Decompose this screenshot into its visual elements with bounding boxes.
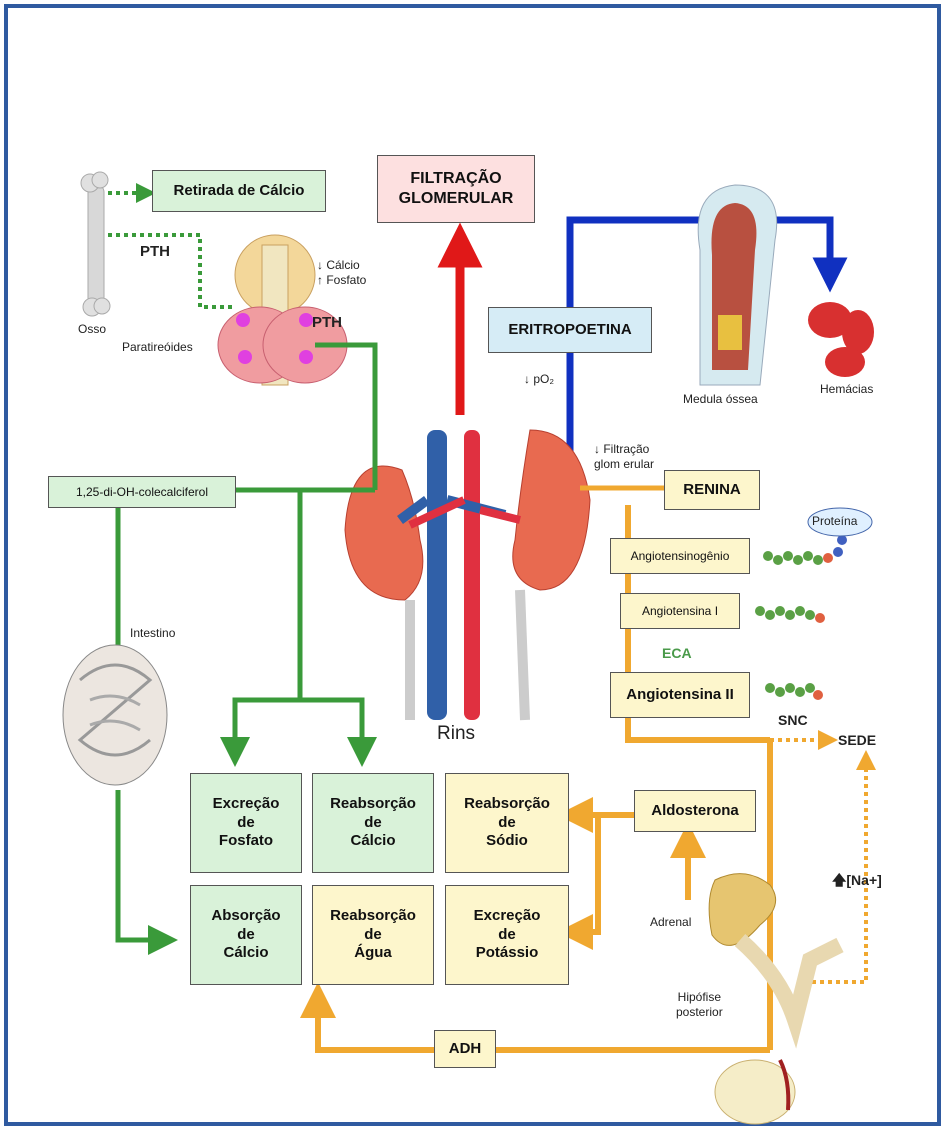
- arrow-reabs-calcio: [300, 700, 362, 752]
- intestine-icon: [63, 645, 167, 785]
- label-intestino: Intestino: [130, 626, 175, 641]
- protein-chain-icon: [755, 535, 847, 700]
- adrenal-icon: [709, 874, 776, 946]
- bone-icon: [81, 172, 110, 316]
- pituitary-icon: [715, 940, 840, 1124]
- arrow-excrecao-fosfato: [235, 700, 300, 752]
- label-filtracao-glomerular: ↓ Filtração glom erular: [594, 442, 654, 472]
- box-reabs-calcio: Reabsorção de Cálcio: [312, 773, 434, 873]
- line-pth-to-bone: [108, 235, 232, 307]
- box-aldosterona: Aldosterona: [634, 790, 756, 832]
- label-pth-right: PTH: [312, 314, 342, 333]
- label-po2: ↓ pO₂: [524, 372, 554, 387]
- label-pth-left: PTH: [140, 243, 170, 262]
- box-colecalciferol: 1,25-di-OH-colecalciferol: [48, 476, 236, 508]
- box-excrecao-potassio: Excreção de Potássio: [445, 885, 569, 985]
- red-cells-icon: [808, 302, 874, 377]
- label-osso: Osso: [78, 322, 106, 337]
- label-proteina: Proteína: [812, 514, 857, 529]
- box-excrecao-fosfato: Excreção de Fosfato: [190, 773, 302, 873]
- label-snc: SNC: [778, 712, 808, 730]
- box-reabs-sodio: Reabsorção de Sódio: [445, 773, 569, 873]
- arrow-excrecao-potassio: [575, 815, 598, 932]
- label-hemacias: Hemácias: [820, 382, 873, 397]
- box-eritropoetina: ERITROPOETINA: [488, 307, 652, 353]
- label-calcio-fosfato: ↓ Cálcio ↑ Fosfato: [317, 258, 366, 288]
- box-reabs-agua: Reabsorção de Água: [312, 885, 434, 985]
- label-eca: ECA: [662, 645, 692, 663]
- label-medula: Medula óssea: [683, 392, 758, 407]
- box-retirada-calcio: Retirada de Cálcio: [152, 170, 326, 212]
- box-adh: ADH: [434, 1030, 496, 1068]
- label-adrenal: Adrenal: [650, 915, 691, 930]
- bone-marrow-icon: [698, 185, 776, 385]
- label-paratireoides: Paratireóides: [122, 340, 193, 355]
- box-angiotensinogenio: Angiotensinogênio: [610, 538, 750, 574]
- kidney-icon: [345, 430, 590, 720]
- label-rins: Rins: [437, 722, 475, 746]
- label-hipofise: Hipófise posterior: [676, 990, 723, 1020]
- box-angiotensina-1: Angiotensina I: [620, 593, 740, 629]
- box-absorcao-calcio: Absorção de Cálcio: [190, 885, 302, 985]
- label-na: 🡅[Na+]: [832, 872, 882, 890]
- box-angiotensina-2: Angiotensina II: [610, 672, 750, 718]
- arrow-absorcao: [118, 790, 163, 940]
- label-sede: SEDE: [838, 732, 876, 750]
- box-filtracao-glomerular: FILTRAÇÃO GLOMERULAR: [377, 155, 535, 223]
- box-renina: RENINA: [664, 470, 760, 510]
